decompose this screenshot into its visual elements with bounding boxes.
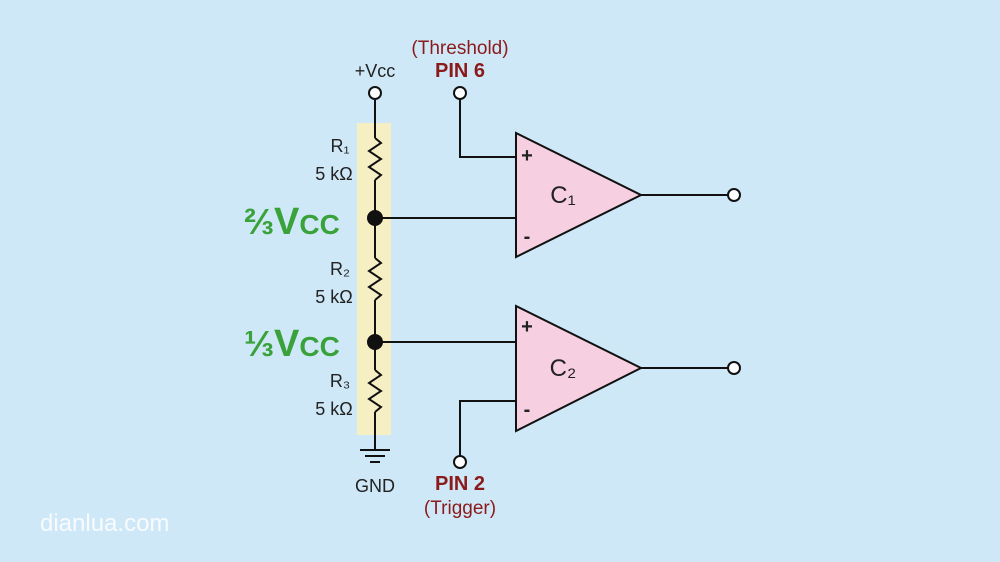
pin2-label: PIN 2	[435, 473, 485, 495]
resistor-r1-value: 5 kΩ	[315, 164, 352, 184]
comparator-c2-minus: -	[524, 399, 531, 421]
comparator-c2-label: C₂	[550, 355, 577, 382]
node1-v: V	[274, 201, 300, 243]
comparator-c1	[515, 131, 644, 259]
trigger-label: (Trigger)	[424, 498, 496, 519]
terminal-c1-output	[727, 188, 741, 202]
gnd-label: GND	[355, 476, 395, 496]
resistor-r2-name: R₂	[330, 259, 350, 279]
terminal-pin6	[453, 86, 467, 100]
resistor-r2-zigzag	[367, 257, 383, 301]
pin6-label: PIN 6	[435, 60, 485, 82]
resistor-r1-name: R₁	[330, 136, 349, 156]
resistor-r2-value: 5 kΩ	[315, 287, 352, 307]
node1-fraction: ⅔	[244, 201, 274, 242]
comparator-c1-label: C₁	[550, 182, 575, 209]
vcc-label: +Vcc	[355, 61, 396, 81]
node2-voltage-label: ⅓VCC	[244, 323, 340, 365]
divider-highlight	[357, 123, 391, 435]
threshold-label: (Threshold)	[411, 38, 508, 59]
resistor-r3-value: 5 kΩ	[315, 399, 352, 419]
wire-pin6-to-c1-plus	[459, 99, 515, 158]
terminal-vcc	[368, 86, 382, 100]
node1-voltage-label: ⅔VCC	[244, 201, 340, 243]
node2-sub: CC	[299, 331, 339, 362]
junction-node2	[367, 334, 383, 350]
terminal-pin2	[453, 455, 467, 469]
comparator-c1-minus: -	[524, 226, 531, 248]
terminal-c2-output	[727, 361, 741, 375]
node2-v: V	[274, 323, 300, 365]
comparator-c2-plus: +	[521, 316, 533, 338]
resistor-r3-zigzag	[367, 369, 383, 413]
node2-fraction: ⅓	[244, 323, 274, 364]
node1-sub: CC	[299, 209, 339, 240]
watermark: dianlua.com	[40, 510, 169, 537]
resistor-r1-zigzag	[367, 137, 383, 181]
comparator-c1-plus: +	[521, 145, 533, 167]
comparator-c2	[515, 304, 644, 433]
wire-pin2-to-c2-minus	[459, 400, 515, 456]
resistor-r3-name: R₃	[330, 371, 350, 391]
junction-node1	[367, 210, 383, 226]
